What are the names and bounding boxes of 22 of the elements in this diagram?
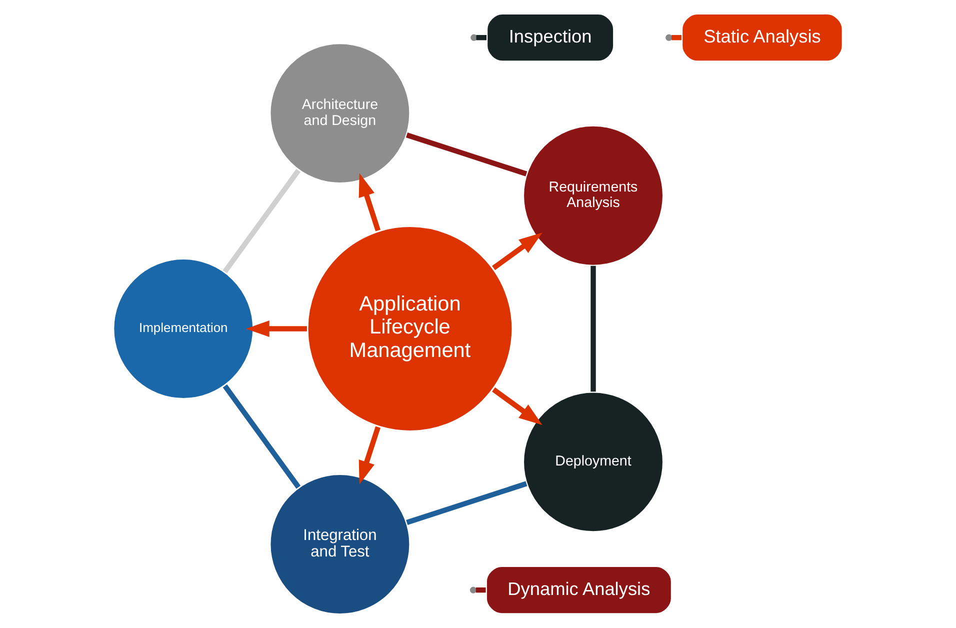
connector — [406, 132, 528, 176]
node-box: Static Analysis — [680, 12, 844, 63]
arrow — [358, 426, 380, 484]
node-circle: Architecture and Design — [268, 42, 412, 184]
node-circle: Integration and Test — [268, 473, 412, 616]
connector — [406, 481, 528, 525]
node-circle: Requirements Analysis — [522, 124, 664, 267]
node-circle: Application Lifecycle Management — [306, 225, 514, 432]
connector — [476, 587, 486, 593]
connector — [590, 266, 596, 392]
node-box: Inspection — [486, 12, 615, 63]
arrow — [246, 320, 307, 337]
node-circle: Implementation — [112, 258, 255, 400]
node-box: Dynamic Analysis — [485, 565, 673, 616]
connector — [672, 35, 682, 40]
arrow — [492, 387, 542, 425]
connector — [476, 35, 487, 40]
node-circle: Deployment — [522, 390, 664, 534]
arrow — [358, 173, 380, 232]
connector — [222, 168, 300, 274]
arrow — [492, 232, 542, 270]
connector — [222, 384, 301, 489]
